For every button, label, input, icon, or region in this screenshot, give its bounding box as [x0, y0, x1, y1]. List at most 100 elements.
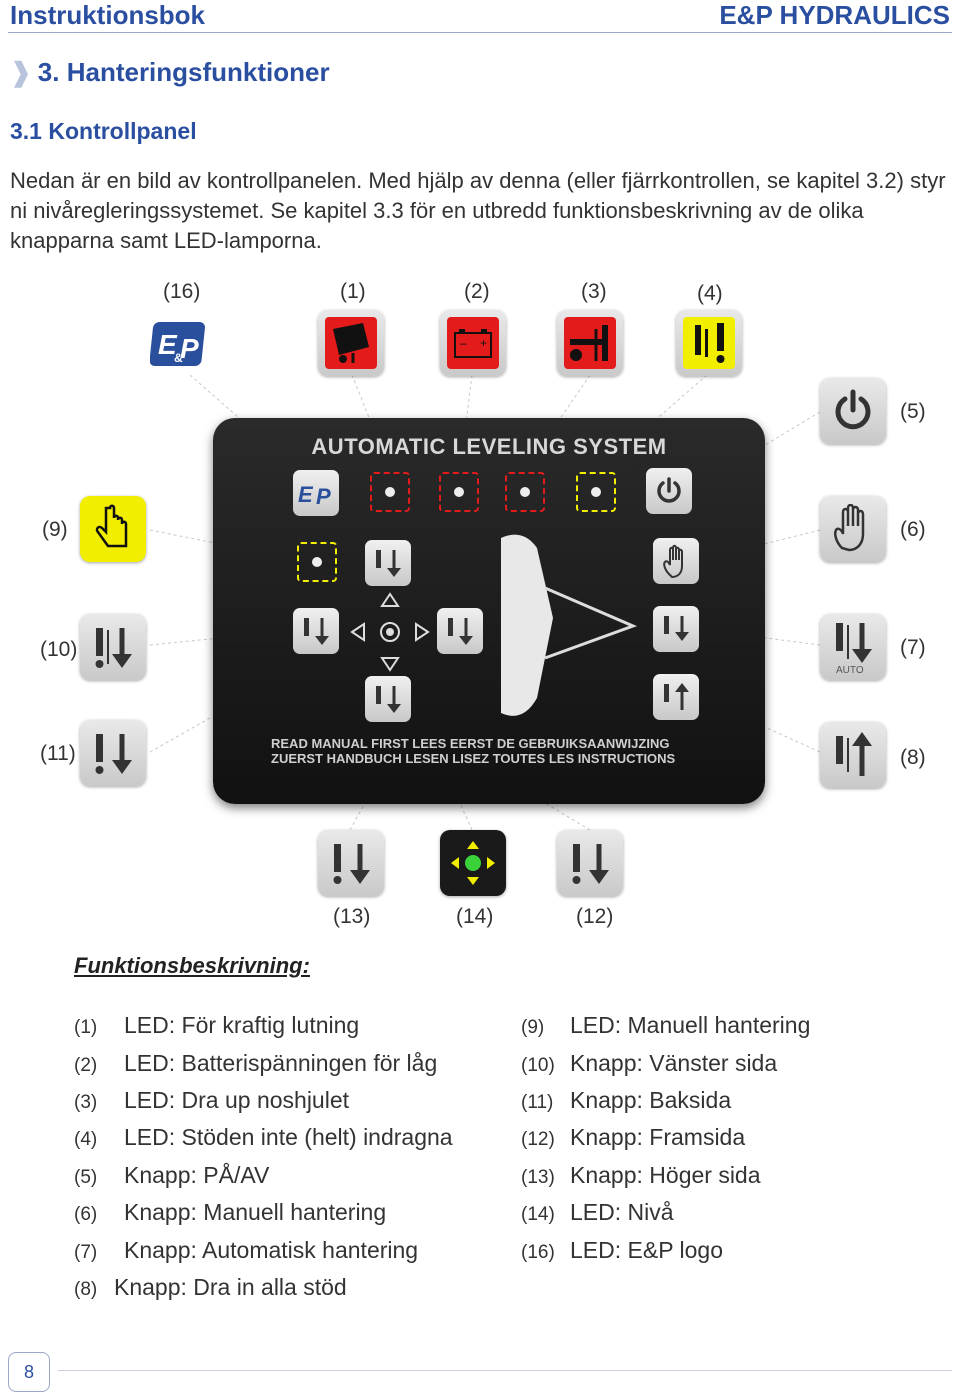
support-up-icon [836, 732, 872, 776]
function-number: (1) [74, 1017, 98, 1038]
callout-7: (7) [900, 636, 926, 659]
function-list-title: Funktionsbeskrivning: [74, 953, 310, 978]
panel-rear-button[interactable] [365, 540, 411, 586]
power-icon [657, 477, 681, 503]
support-up-icon [664, 683, 689, 710]
footer-divider [58, 1370, 952, 1371]
level-led-tile [440, 830, 506, 896]
support-down-icon [376, 550, 401, 577]
panel-auto-button[interactable] [653, 606, 699, 652]
function-description: LED: Dra up noshjulet [124, 1087, 350, 1113]
callout-1: (1) [340, 280, 366, 303]
subsection-title: 3.1 Kontrollpanel [10, 118, 197, 144]
panel-led-supports [576, 472, 616, 512]
page-number: 8 [8, 1352, 50, 1392]
callout-13: (13) [333, 905, 371, 928]
function-description: Knapp: Dra in alla stöd [114, 1274, 347, 1300]
function-row: (6)Knapp: Manuell hantering [74, 1199, 386, 1226]
function-row: (9) LED: Manuell hantering [521, 1012, 810, 1039]
callout-2: (2) [464, 280, 490, 303]
support-down-icon [95, 628, 132, 668]
panel-right-button[interactable] [437, 608, 483, 654]
battery-led-tile: – + [440, 310, 506, 376]
intro-paragraph: Nedan är en bild av kontrollpanelen. Med… [10, 168, 946, 253]
function-row: (2)LED: Batterispänningen för låg [74, 1050, 437, 1077]
function-row: (11) Knapp: Baksida [521, 1087, 731, 1114]
warning-line-1: READ MANUAL FIRST LEES EERST DE GEBRUIKS… [271, 736, 670, 751]
callout-14: (14) [456, 905, 494, 928]
svg-text:E: E [298, 482, 314, 507]
nosewheel-led-tile [557, 310, 623, 376]
support-down-icon [448, 618, 473, 645]
support-down-icon [333, 844, 370, 884]
function-description: Knapp: Manuell hantering [124, 1199, 387, 1225]
function-number: (2) [74, 1055, 98, 1076]
function-row: (10)Knapp: Vänster sida [521, 1050, 777, 1077]
retract-button-tile [820, 722, 886, 788]
support-down-icon [95, 734, 132, 774]
function-number: (11) [521, 1092, 554, 1113]
function-row: (4) LED: Stöden inte (helt) indragna [74, 1124, 453, 1151]
function-description: Knapp: Vänster sida [570, 1050, 778, 1076]
hand-icon [663, 544, 683, 578]
callout-9: (9) [42, 518, 68, 541]
function-description: LED: Stöden inte (helt) indragna [124, 1124, 453, 1150]
function-description: LED: E&P logo [570, 1237, 724, 1263]
section-title: 3. Hanteringsfunktioner [37, 57, 330, 87]
level-icon [451, 841, 495, 885]
callout-16: (16) [163, 280, 201, 303]
function-description: LED: Manuell hantering [570, 1012, 811, 1038]
nosewheel-icon [564, 317, 616, 369]
power-button-tile [820, 378, 886, 444]
panel-front-button[interactable] [365, 676, 411, 722]
panel-ep-logo: E P [293, 470, 339, 516]
callout-12: (12) [576, 905, 614, 928]
panel-manual-button[interactable] [653, 538, 699, 584]
control-panel: AUTOMATIC LEVELING SYSTEM E P [213, 418, 765, 804]
panel-warning: READ MANUAL FIRST LEES EERST DE GEBRUIKS… [271, 736, 675, 766]
function-row: (12)Knapp: Framsida [521, 1124, 745, 1151]
battery-icon: – + [447, 317, 499, 369]
panel-led-manual [297, 542, 337, 582]
callout-8: (8) [900, 746, 926, 769]
auto-level-icon [664, 616, 689, 641]
svg-text:&: & [174, 351, 183, 365]
panel-title: AUTOMATIC LEVELING SYSTEM [311, 434, 667, 459]
panel-led-battery [439, 472, 479, 512]
header-divider [8, 32, 952, 33]
left-side-button-tile [80, 614, 146, 680]
panel-retract-button[interactable] [653, 674, 699, 720]
function-number: (3) [74, 1092, 98, 1113]
chevron-icon: ❱ [10, 57, 32, 87]
manual-led-tile [80, 496, 146, 562]
function-description: Knapp: Höger sida [570, 1162, 761, 1188]
support-down-icon [304, 618, 329, 645]
function-description: Knapp: Automatisk hantering [124, 1237, 419, 1263]
panel-left-button[interactable] [293, 608, 339, 654]
hand-icon [834, 504, 865, 552]
brand-name: E&P HYDRAULICS [719, 0, 950, 30]
manual-button-tile [820, 496, 886, 562]
function-description: Knapp: PÅ/AV [124, 1162, 270, 1188]
function-row: (1)LED: För kraftig lutning [74, 1012, 359, 1039]
callout-10: (10) [40, 638, 78, 661]
vehicle-outline-icon [501, 534, 638, 716]
level-indicator [350, 592, 430, 672]
function-number: (16) [521, 1242, 555, 1263]
tilt-warning-icon [325, 317, 377, 369]
function-description: Knapp: Baksida [570, 1087, 732, 1113]
function-row: (7)Knapp: Automatisk hantering [74, 1237, 418, 1264]
callout-5: (5) [900, 400, 926, 423]
function-row: (13)Knapp: Höger sida [521, 1162, 761, 1189]
callout-6: (6) [900, 518, 926, 541]
function-number: (4) [74, 1129, 98, 1150]
function-number: (9) [521, 1017, 545, 1038]
svg-text:+: + [480, 336, 487, 350]
svg-text:P: P [316, 484, 331, 509]
svg-text:P: P [180, 333, 199, 364]
support-down-icon [376, 686, 401, 713]
svg-text:E: E [158, 329, 178, 360]
auto-level-icon: AUTO [836, 623, 872, 675]
panel-power-button[interactable] [646, 468, 692, 514]
function-description: Knapp: Framsida [570, 1124, 746, 1150]
